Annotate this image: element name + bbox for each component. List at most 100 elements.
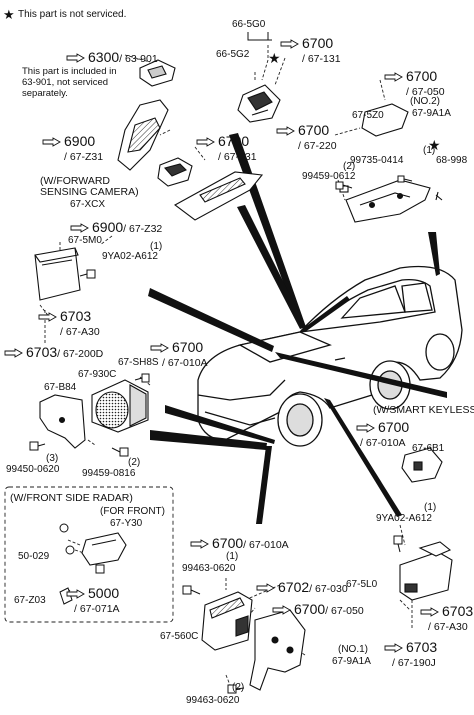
part-label-67-xcx: 67-XCX	[70, 199, 106, 210]
ref-link-6700-67-131-top[interactable]: 6700/ 67-131	[280, 36, 341, 65]
part-label-no1: (NO.1)	[338, 644, 368, 655]
bolt-99463-0620-top	[182, 585, 201, 595]
part-label-no2: (NO.2)	[410, 96, 440, 107]
part-label-67-9a1a-top: 67-9A1A	[412, 108, 451, 119]
part-label-99459-0816: 99459-0816	[82, 468, 136, 479]
bracket-67-9a1a-lower	[249, 609, 306, 691]
ref-link-6700-67-010a-keyless[interactable]: 6700/ 67-010A	[356, 420, 409, 449]
part-label-67-9a1a-bottom: 67-9A1A	[332, 656, 371, 667]
not-serviced-star-2: ★	[428, 138, 441, 154]
ref-link-6700-67-220[interactable]: 6700/ 67-220	[276, 123, 337, 152]
part-label-99463-0620-bottom: 99463-0620	[186, 695, 240, 706]
part-label-66-5g2: 66-5G2	[216, 49, 250, 60]
front-radar-dashed-box	[4, 486, 174, 623]
ref-link-6900-67-z32[interactable]: 6900/ 67-Z32	[70, 220, 162, 235]
bolt-99459-0612	[335, 181, 353, 190]
part-label-67-y30: 67-Y30	[110, 518, 143, 529]
nut-50-029	[59, 523, 75, 555]
bolt-99450-0620	[29, 441, 46, 451]
siren-bracket-67-b84	[39, 394, 86, 449]
part-label-99459-0612: 99459-0612	[302, 171, 356, 182]
forward-camera-part	[157, 157, 193, 187]
reference-arrow-icon	[42, 137, 62, 148]
reference-arrow-icon	[420, 607, 440, 618]
ref-link-6703-67-200d[interactable]: 6703/ 67-200D	[4, 345, 103, 360]
reference-arrow-icon	[384, 72, 404, 83]
part-label-99450-0620: 99450-0620	[6, 464, 60, 475]
part-label-67-930c: 67-930C	[78, 369, 117, 380]
ref-link-6700-67-131-mid[interactable]: 6700/ 67-131	[196, 134, 257, 163]
reference-arrow-icon	[276, 126, 296, 137]
reference-arrow-icon	[196, 137, 216, 148]
control-module-560c-part	[201, 591, 253, 651]
qty-1-99463: (1)	[226, 551, 239, 562]
control-unit-5m0-part	[34, 247, 81, 301]
part-label-9ya02-a612-right: 9YA02-A612	[376, 513, 432, 524]
lower-trim-part	[173, 171, 264, 221]
part-label-67-b84: 67-B84	[44, 382, 77, 393]
reference-arrow-icon	[38, 312, 58, 323]
front-radar-part	[81, 532, 127, 566]
reference-arrow-icon	[4, 348, 24, 359]
note-smart-keyless: (W/SMART KEYLESS)	[373, 404, 474, 416]
radar-connector	[95, 564, 105, 574]
ref-link-6300-63-901[interactable]: 6300/ 63-901	[66, 50, 158, 65]
reference-arrow-icon	[70, 223, 90, 234]
control-module-5z0-part	[339, 103, 443, 223]
bolt-9ya02-a612-left	[79, 269, 96, 279]
ref-link-6700-67-050-top[interactable]: 6700/ 67-050	[384, 69, 445, 98]
part-label-67-5z0: 67-5Z0	[352, 110, 384, 121]
ref-link-6702-67-030[interactable]: 6702/ 67-030	[256, 580, 348, 595]
note-6300-not-serviced: This part is included in 63-901, not ser…	[22, 66, 117, 99]
reference-arrow-icon	[66, 589, 86, 600]
reference-arrow-icon	[190, 539, 210, 550]
bolt-9ya02-a612-right	[393, 535, 403, 553]
note-for-front: (FOR FRONT)	[100, 506, 165, 517]
ref-link-6700-67-050-bottom[interactable]: 6700/ 67-050	[272, 602, 364, 617]
part-label-67-5m0: 67-5M0	[68, 235, 102, 246]
part-label-67-560c: 67-560C	[160, 631, 199, 642]
qty-1-9ya02-right: (1)	[424, 502, 437, 513]
part-label-66-5g0: 66-5G0	[232, 19, 266, 30]
ref-link-6703-67-190j[interactable]: 6703/ 67-190J	[384, 640, 437, 669]
qty-2-mid: (2)	[128, 457, 141, 468]
part-label-67-z03: 67-Z03	[14, 595, 46, 606]
qty-2-top: (2)	[343, 161, 356, 172]
part-label-68-998: 68-998	[436, 155, 468, 166]
part-label-99735-0414: 99735-0414	[350, 155, 404, 166]
qty-1-9ya02-left: (1)	[150, 241, 163, 252]
vehicle-outline	[197, 265, 463, 447]
ref-link-6900-67-z31[interactable]: 6900/ 67-Z31	[42, 134, 103, 163]
reference-arrow-icon	[356, 423, 376, 434]
qty-3: (3)	[46, 453, 59, 464]
note-front-side-radar: (W/FRONT SIDE RADAR)	[10, 492, 133, 504]
part-label-67-sh8s: 67-SH8S	[118, 357, 159, 368]
siren-part	[91, 379, 149, 433]
qty-1-top: (1)	[423, 145, 436, 156]
rear-module-5l0-part	[399, 541, 453, 601]
ref-link-5000-67-071a[interactable]: 5000/ 67-071A	[66, 586, 120, 615]
part-label-9ya02-a612-left: 9YA02-A612	[102, 251, 158, 262]
reference-arrow-icon	[384, 643, 404, 654]
sensor-cover-part	[139, 59, 176, 87]
upper-trim-part	[117, 99, 169, 171]
header-note: This part is not serviced.	[18, 9, 127, 20]
ref-link-6700-67-010a-bottom[interactable]: 6700/ 67-010A	[190, 536, 289, 551]
bolt-99459-0816	[111, 447, 129, 457]
part-label-67-6b1: 67-6B1	[412, 443, 445, 454]
qty-2-bottom: (2)	[232, 682, 245, 693]
mirror-sensor-part	[237, 84, 281, 123]
reference-arrow-icon	[66, 53, 86, 64]
reference-arrow-icon	[256, 583, 276, 594]
ref-link-6703-67-a30-left[interactable]: 6703/ 67-A30	[38, 309, 100, 338]
ref-link-6700-67-010a-siren[interactable]: 6700/ 67-010A	[150, 340, 208, 369]
bracket-665g0	[247, 32, 272, 41]
note-forward-sensing-camera: (W/FORWARD SENSING CAMERA)	[40, 175, 139, 198]
reference-arrow-icon	[280, 39, 300, 50]
bolt-67-sh8s	[134, 373, 150, 383]
part-label-50-029: 50-029	[18, 551, 50, 562]
ref-link-6703-67-a30-right[interactable]: 6703/ 67-A30	[420, 604, 473, 633]
bolt-99463-0620-bottom	[227, 684, 245, 694]
